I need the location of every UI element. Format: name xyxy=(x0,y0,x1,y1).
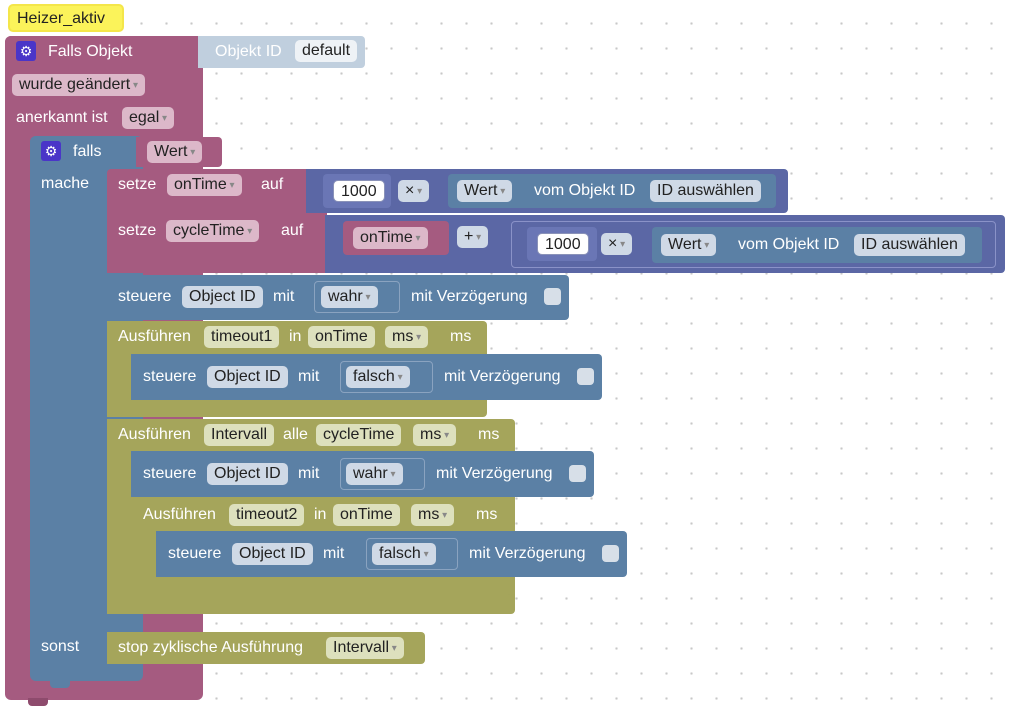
with-label: mit xyxy=(273,288,295,305)
unit-dropdown[interactable]: ms xyxy=(385,326,429,348)
trigger-title: Falls Objekt xyxy=(48,43,133,60)
plus-op-dropdown[interactable]: + xyxy=(457,226,489,248)
object-id-label: Objekt ID xyxy=(215,43,282,60)
timeout-name-field[interactable]: timeout1 xyxy=(204,326,280,348)
bool-dropdown[interactable]: falsch xyxy=(346,366,410,388)
from-object-label: vom Objekt ID xyxy=(738,236,840,253)
ack-label: anerkannt ist xyxy=(16,109,108,126)
control-label: steuere xyxy=(168,545,222,562)
comment-bubble[interactable]: Heizer_aktiv xyxy=(8,4,124,32)
to-label: auf xyxy=(281,222,304,239)
object-id-field[interactable]: Object ID xyxy=(207,366,288,388)
comment-text: Heizer_aktiv xyxy=(17,10,106,27)
from-object-label: vom Objekt ID xyxy=(534,182,636,199)
value-dropdown[interactable]: Wert xyxy=(661,234,717,256)
ontime-ref-dropdown[interactable]: onTime xyxy=(353,227,428,249)
in-label: in xyxy=(314,506,327,523)
unit-suffix: ms xyxy=(450,328,472,345)
delay-checkbox[interactable] xyxy=(544,288,561,305)
delay-checkbox[interactable] xyxy=(577,368,594,385)
delay-checkbox[interactable] xyxy=(569,465,586,482)
ontime-var-dropdown[interactable]: onTime xyxy=(167,174,242,196)
object-id-field[interactable]: Object ID xyxy=(232,543,313,565)
control-label: steuere xyxy=(118,288,172,305)
with-label: mit xyxy=(323,545,345,562)
if-bottom-notch xyxy=(50,680,70,688)
value-dropdown[interactable]: Wert xyxy=(457,180,513,202)
cycletime-var-dropdown[interactable]: cycleTime xyxy=(166,220,260,242)
object-id-field[interactable]: Object ID xyxy=(182,286,263,308)
run-label: Ausführen xyxy=(118,426,191,443)
object-id-value[interactable]: default xyxy=(295,40,358,62)
time-var-field[interactable]: onTime xyxy=(333,504,400,526)
delay-label: mit Verzögerung xyxy=(469,545,586,562)
do-label: mache xyxy=(41,175,90,192)
if-else-connector xyxy=(107,617,143,631)
time-var-field[interactable]: onTime xyxy=(308,326,375,348)
trigger-bottom-bar xyxy=(5,686,203,700)
control-label: steuere xyxy=(143,465,197,482)
to-label: auf xyxy=(261,176,284,193)
unit-suffix: ms xyxy=(476,506,498,523)
bool-dropdown[interactable]: falsch xyxy=(372,543,436,565)
delay-label: mit Verzögerung xyxy=(444,368,561,385)
gear-icon[interactable]: ⚙ xyxy=(41,141,61,161)
timeout-name-field[interactable]: timeout2 xyxy=(229,504,305,526)
multiply-op-dropdown[interactable]: × xyxy=(398,180,430,202)
with-label: mit xyxy=(298,465,320,482)
delay-label: mit Verzögerung xyxy=(411,288,528,305)
multiply-op-dropdown[interactable]: × xyxy=(601,233,633,255)
bool-dropdown[interactable]: wahr xyxy=(346,463,403,485)
bool-dropdown[interactable]: wahr xyxy=(321,286,378,308)
unit-dropdown[interactable]: ms xyxy=(413,424,457,446)
number-field[interactable]: 1000 xyxy=(537,233,589,255)
run-label: Ausführen xyxy=(118,328,191,345)
id-select-field[interactable]: ID auswählen xyxy=(650,180,761,202)
every-label: alle xyxy=(283,426,308,443)
unit-suffix: ms xyxy=(478,426,500,443)
unit-dropdown[interactable]: ms xyxy=(411,504,455,526)
condition-dropdown[interactable]: Wert xyxy=(147,141,203,163)
ack-dropdown[interactable]: egal xyxy=(122,107,175,129)
change-dropdown[interactable]: wurde geändert xyxy=(12,74,145,96)
trigger-bottom-notch xyxy=(28,698,48,706)
else-label: sonst xyxy=(41,638,80,655)
stop-label: stop zyklische Ausführung xyxy=(118,639,303,656)
in-label: in xyxy=(289,328,302,345)
id-select-field[interactable]: ID auswählen xyxy=(854,234,965,256)
run-label: Ausführen xyxy=(143,506,216,523)
stop-interval-dropdown[interactable]: Intervall xyxy=(326,637,404,659)
set-label: setze xyxy=(118,176,157,193)
number-field[interactable]: 1000 xyxy=(333,180,385,202)
gear-icon[interactable]: ⚙ xyxy=(16,41,36,61)
time-var-field[interactable]: cycleTime xyxy=(316,424,402,446)
interval-name-field[interactable]: Intervall xyxy=(204,424,275,446)
with-label: mit xyxy=(298,368,320,385)
delay-label: mit Verzögerung xyxy=(436,465,553,482)
control-label: steuere xyxy=(143,368,197,385)
if-label: falls xyxy=(73,143,102,160)
set-label: setze xyxy=(118,222,157,239)
delay-checkbox[interactable] xyxy=(602,545,619,562)
object-id-field[interactable]: Object ID xyxy=(207,463,288,485)
